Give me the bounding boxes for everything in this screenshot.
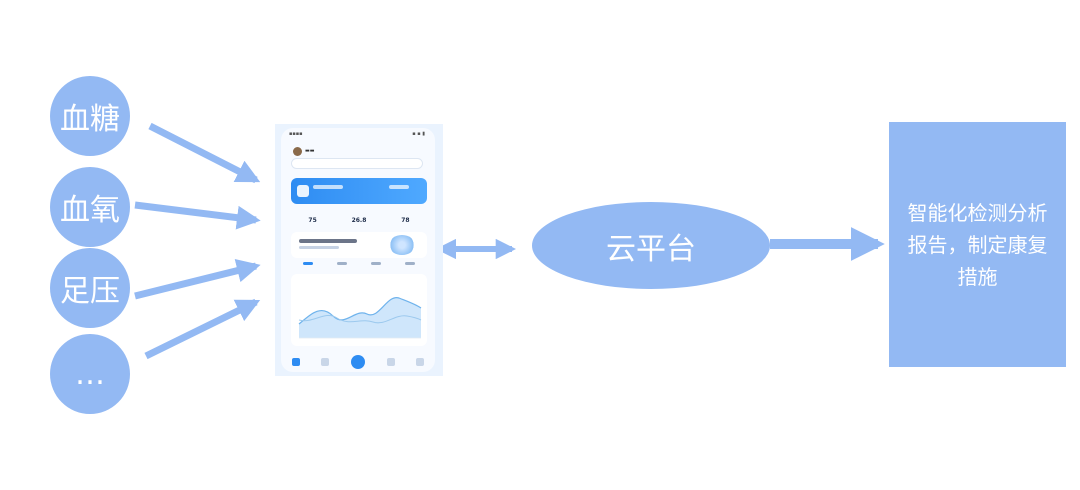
status-bar-icons: ▪ ▪ ▮ [412, 131, 425, 137]
user-name-placeholder: ▬▬ [305, 148, 315, 154]
tab [405, 262, 415, 265]
node-more-label: … [75, 356, 105, 392]
nav-icon [386, 358, 395, 366]
avatar [293, 147, 302, 156]
phone-app-screenshot: ▪▪▪▪ ▪ ▪ ▮ ▬▬ 75 26.8 78 [275, 124, 443, 376]
node-report-label: 智能化检测分析报告，制定康复措施 [907, 200, 1048, 289]
node-foot-pressure-label: 足压 [60, 274, 120, 309]
node-blood-oxygen-label: 血氧 [60, 193, 120, 228]
node-foot-pressure: 足压 [50, 248, 130, 328]
measure-icon [350, 355, 365, 369]
arrow-blood-sugar [148, 122, 261, 184]
bottom-nav [281, 352, 435, 372]
info-card [291, 232, 427, 258]
status-bar-time: ▪▪▪▪ [289, 131, 303, 137]
node-cloud-platform-label: 云平台 [606, 231, 696, 267]
phone-screen: ▪▪▪▪ ▪ ▪ ▮ ▬▬ 75 26.8 78 [281, 128, 435, 372]
banner-text-right [389, 185, 409, 189]
arrow-blood-oxygen [134, 201, 261, 230]
banner-text-left [313, 185, 343, 189]
device-banner [291, 178, 427, 204]
trend-chart [298, 297, 422, 339]
tab [337, 262, 347, 265]
device-icon [297, 185, 309, 197]
trend-chart-card [291, 274, 427, 346]
home-icon [291, 358, 300, 366]
stat-value: 75 [308, 216, 317, 224]
stats-row: 75 26.8 78 [291, 210, 427, 230]
profile-icon [416, 358, 425, 366]
tab-bar [291, 262, 427, 270]
node-cloud-platform: 云平台 [532, 202, 770, 289]
trend-line-2 [298, 315, 422, 324]
stat-value: 78 [401, 216, 410, 224]
trend-area [299, 297, 421, 338]
node-blood-oxygen: 血氧 [50, 167, 130, 247]
arrow-more [144, 298, 261, 360]
node-blood-sugar: 血糖 [50, 76, 130, 156]
info-card-subtitle [299, 246, 339, 249]
node-blood-sugar-label: 血糖 [60, 102, 120, 137]
tab [303, 262, 313, 265]
node-report: 智能化检测分析报告，制定康复措施 [889, 122, 1066, 367]
tab [371, 262, 381, 265]
orb-illustration [389, 235, 415, 255]
arrow-foot-pressure [134, 259, 261, 300]
nav-icon [321, 358, 330, 366]
trend-line-1 [298, 297, 422, 325]
node-more: … [50, 334, 130, 414]
stat-value: 26.8 [351, 216, 367, 224]
info-card-title [299, 239, 357, 243]
search-bar [291, 158, 423, 169]
